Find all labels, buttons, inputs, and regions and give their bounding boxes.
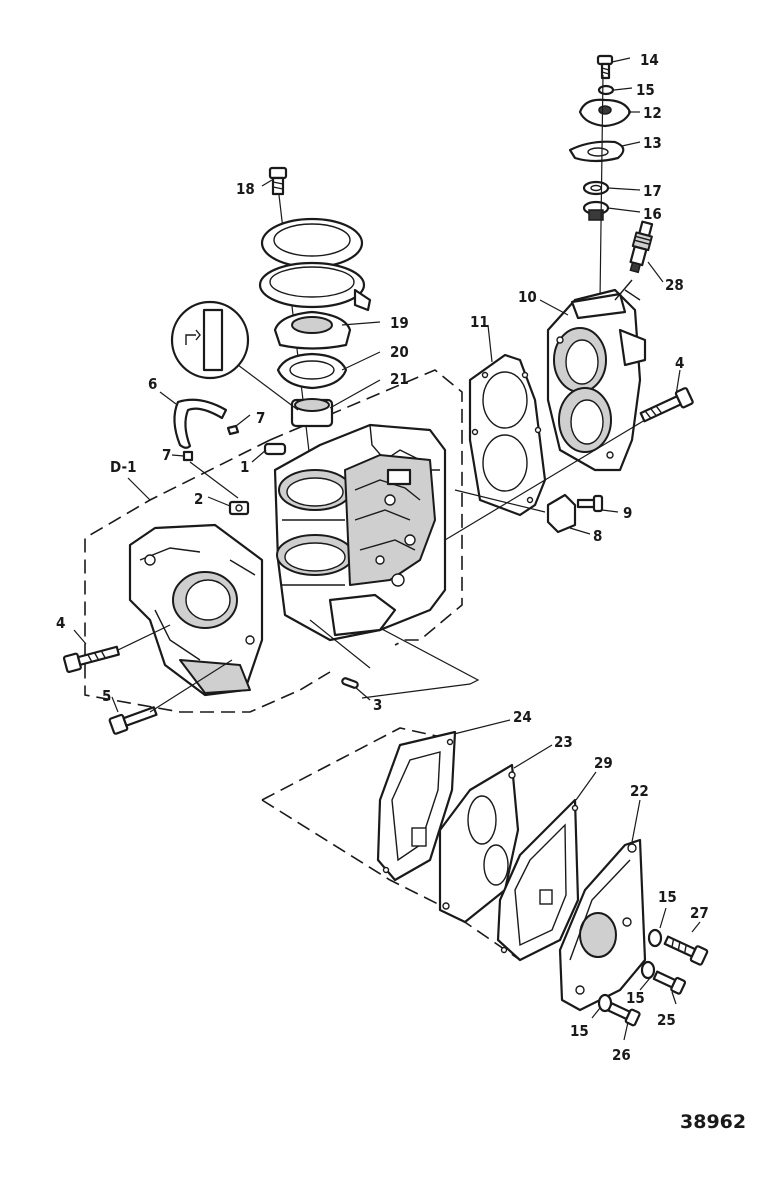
washer-15-top (597, 84, 615, 96)
bolt-25 (652, 970, 687, 995)
washer-15-a (647, 928, 663, 948)
screw-9 (576, 494, 604, 513)
seal-21 (290, 398, 334, 428)
gasket-24 (376, 730, 457, 882)
callout-26: 26 (612, 1046, 631, 1064)
callout-2: 2 (194, 490, 203, 508)
callout-29: 29 (594, 754, 613, 772)
callout-12: 12 (643, 104, 662, 122)
callout-labels: 14 15 12 13 18 17 16 28 19 20 21 10 11 4… (56, 51, 709, 1064)
callout-4-right: 4 (675, 354, 684, 372)
bolt-14 (596, 54, 614, 80)
head-gasket-11 (468, 353, 547, 517)
thermostat-cover-12 (578, 98, 632, 128)
callout-7-lower: 7 (162, 446, 171, 464)
callout-5: 5 (102, 687, 111, 705)
gasket-20 (276, 352, 348, 390)
callout-19: 19 (390, 314, 409, 332)
callout-14: 14 (640, 51, 659, 69)
bolt-4-left (62, 645, 120, 674)
spark-plug-28 (629, 220, 654, 274)
bolt-27 (663, 935, 709, 966)
inset-detail (170, 300, 299, 411)
callout-20: 20 (390, 343, 409, 361)
fitting-7-upper (226, 424, 240, 436)
callout-23: 23 (554, 733, 573, 751)
callout-27: 27 (690, 904, 709, 922)
cover-plate-22 (558, 838, 647, 1012)
cylinder-head-10 (546, 279, 647, 472)
callout-8: 8 (593, 527, 602, 545)
callout-6: 6 (148, 375, 157, 393)
callout-D-1: D-1 (110, 458, 136, 476)
callout-10: 10 (518, 288, 537, 306)
callout-15-top: 15 (636, 81, 655, 99)
callout-1: 1 (240, 458, 249, 476)
plug-1 (263, 442, 287, 456)
callout-16: 16 (643, 205, 662, 223)
cylinder-block (273, 423, 447, 642)
callout-15-c: 15 (570, 1022, 589, 1040)
thermostat-16 (582, 200, 610, 221)
bolt-18 (268, 166, 288, 196)
callout-17: 17 (643, 182, 662, 200)
seal-housing-19 (273, 310, 352, 350)
callout-15-b: 15 (626, 989, 645, 1007)
clip-8 (546, 493, 577, 534)
end-cap-left (128, 523, 264, 697)
callout-13: 13 (643, 134, 662, 152)
hose-6 (173, 398, 228, 449)
callout-18: 18 (236, 180, 255, 198)
figure-number: 38962 (680, 1111, 746, 1133)
bolt-26 (607, 1002, 641, 1027)
callout-28: 28 (665, 276, 684, 294)
callout-leaders (73, 57, 701, 1041)
gasket-29 (496, 798, 580, 962)
callout-11: 11 (470, 313, 489, 331)
callout-3: 3 (373, 696, 382, 714)
bolt-4-right (639, 387, 694, 423)
callout-25: 25 (657, 1011, 676, 1029)
cover-plate (258, 217, 372, 312)
dowel-3 (341, 677, 359, 689)
callout-24: 24 (513, 708, 532, 726)
callout-15-a: 15 (658, 888, 677, 906)
fitting-7-lower (182, 450, 194, 462)
callout-4-left: 4 (56, 614, 65, 632)
callout-9: 9 (623, 504, 632, 522)
bolt-5 (108, 706, 158, 735)
washer-15-b (640, 960, 656, 980)
gasket-13 (568, 140, 625, 163)
callout-22: 22 (630, 782, 649, 800)
plate-23 (438, 763, 520, 924)
callout-21: 21 (390, 370, 409, 388)
fitting-2 (228, 500, 250, 516)
callout-7-upper: 7 (256, 409, 265, 427)
